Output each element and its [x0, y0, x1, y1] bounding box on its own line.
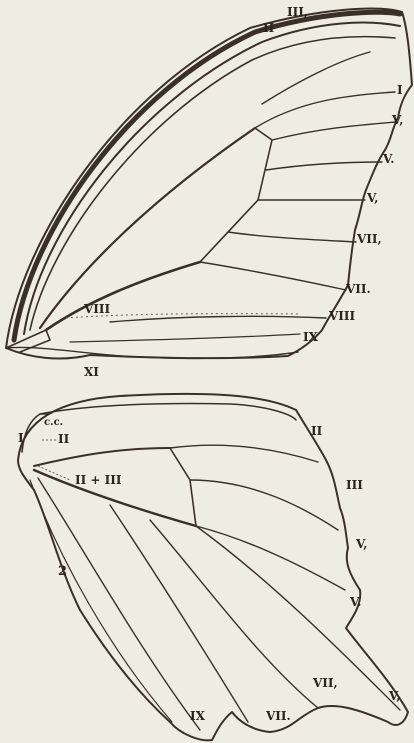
hind-discocellular — [170, 448, 196, 526]
fore-label-iii1: III, — [287, 6, 308, 18]
fore-vein-iii — [30, 37, 395, 330]
fore-vein-r3 — [272, 122, 396, 140]
fore-vein-vii1 — [228, 232, 356, 242]
fore-wing-outline — [6, 9, 412, 359]
fore-label-i: I — [397, 84, 403, 96]
fore-label-v1: V, — [392, 114, 403, 126]
hind-wing — [18, 394, 408, 740]
hind-vein-iii — [170, 445, 318, 462]
fore-vein-ix — [70, 334, 300, 342]
fore-vein-viii — [110, 316, 326, 322]
fore-label-ii: II — [263, 22, 274, 34]
fore-label-v2: V. — [383, 153, 394, 165]
fore-cell-upper — [40, 128, 255, 328]
hind-vein-ix — [38, 478, 200, 730]
hind-label-v2: V. — [350, 596, 361, 608]
hind-label-ii-outer: II — [311, 425, 322, 437]
hind-label-ix: IX — [190, 710, 205, 722]
hind-label-cell: c.c. — [44, 418, 63, 428]
fore-discocellular — [200, 128, 272, 262]
hind-vein-v1 — [190, 480, 338, 530]
fore-wing — [6, 9, 412, 359]
hind-label-ii-iii: II + III — [75, 474, 121, 486]
hind-label-iii: III — [346, 479, 363, 491]
hind-vein-v3 — [196, 526, 400, 710]
fore-label-viii-inner: VIII — [84, 303, 110, 315]
hind-label-vii1: VII, — [313, 677, 338, 689]
hind-label-v3: V, — [389, 690, 400, 702]
fore-vein-v2 — [266, 162, 382, 170]
fore-label-vii2: VII. — [346, 283, 371, 295]
fore-label-xi: XI — [84, 366, 99, 378]
fore-label-vii1: VII, — [357, 233, 382, 245]
fore-label-ix: IX — [303, 331, 318, 343]
fore-label-v3: V, — [367, 192, 378, 204]
hind-label-ii-inner: II — [58, 433, 69, 445]
fore-cell-lower — [46, 262, 200, 330]
fore-vein-vii2 — [200, 262, 346, 290]
hind-figure-number: 2 — [58, 565, 67, 578]
fore-label-viii-right: VIII — [329, 310, 355, 322]
hind-cell-upper — [34, 448, 170, 466]
hind-vein-inner — [30, 480, 172, 722]
fore-vein-ii — [24, 23, 400, 334]
fore-vein-r1 — [255, 92, 395, 128]
hind-label-v1: V, — [356, 538, 367, 550]
hind-vein-v2 — [196, 526, 345, 590]
hind-label-i: I — [18, 432, 24, 444]
hind-label-vii2: VII. — [266, 710, 291, 722]
hind-vein-ii — [40, 403, 296, 420]
hind-vein-vii1 — [150, 520, 318, 708]
